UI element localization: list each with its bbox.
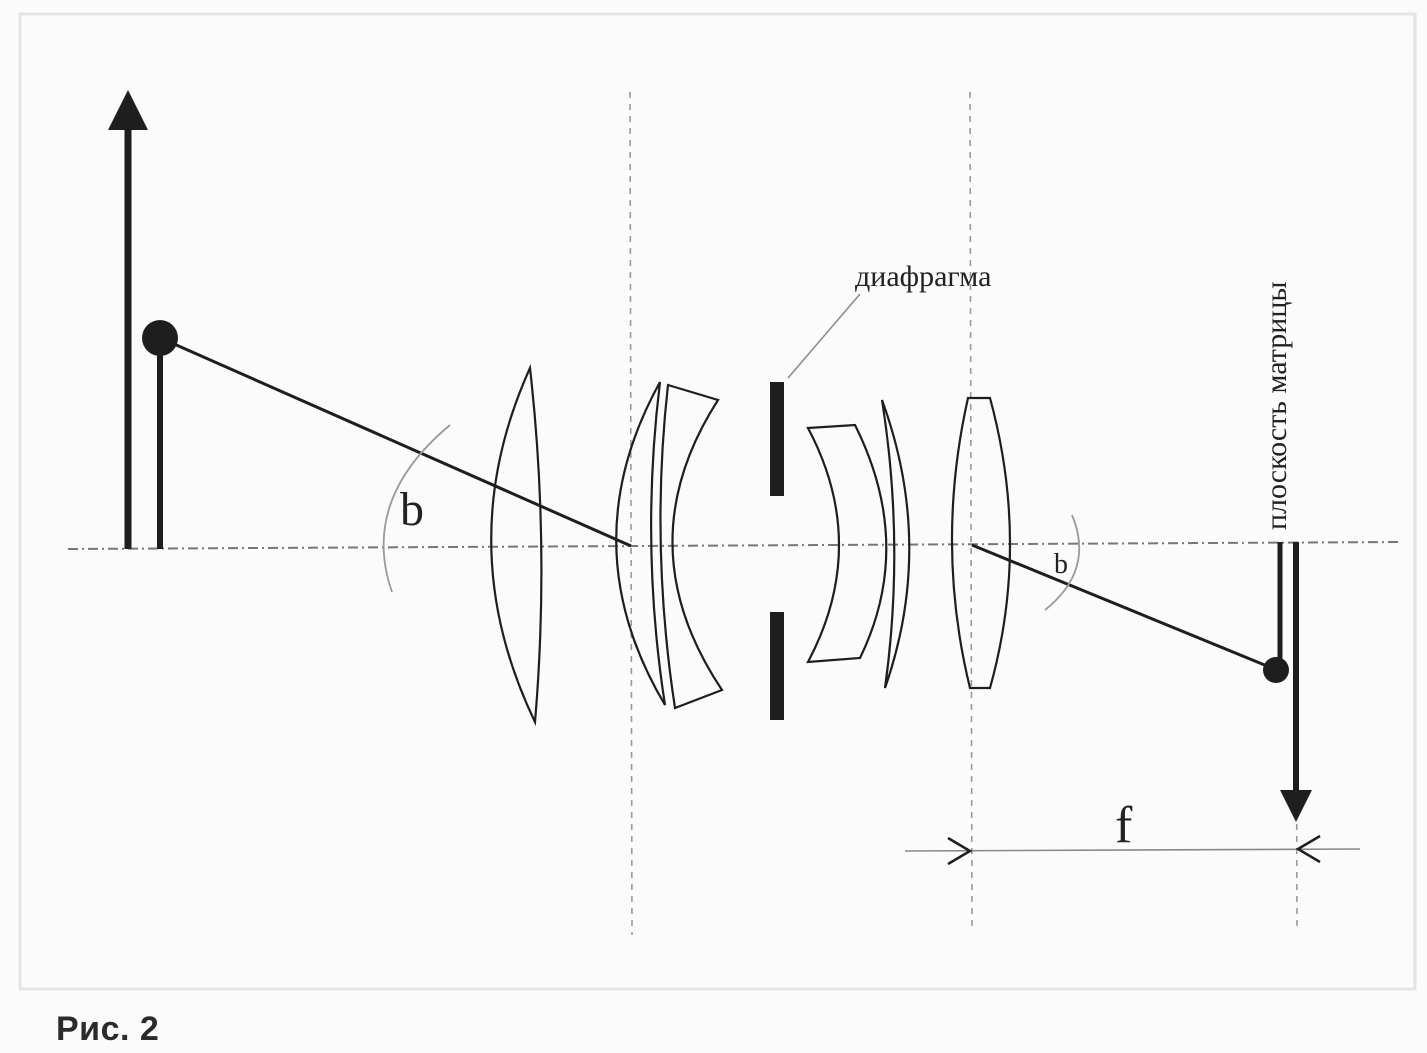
lens-3a — [806, 423, 888, 664]
optical-axis — [67, 541, 1399, 550]
angle-label-image: b — [1054, 549, 1068, 580]
focal-dimension-line — [904, 848, 1361, 852]
principal-plane-line — [969, 91, 973, 931]
figure-frame — [18, 12, 1417, 991]
object-arrow-head — [108, 90, 148, 130]
lens-2a — [615, 381, 667, 706]
focal-arrow-right — [1295, 834, 1321, 864]
lens-1 — [490, 363, 543, 727]
angle-label-object: b — [400, 483, 424, 536]
aperture-blade-bottom — [770, 612, 784, 720]
lens-4 — [950, 396, 1012, 690]
lens-3b — [880, 399, 911, 689]
aperture-leader — [787, 293, 861, 379]
angle-arc-image — [1044, 514, 1081, 611]
angle-arc-object — [382, 424, 451, 593]
chief-ray-object — [164, 338, 632, 548]
entrance-pupil-line — [629, 91, 633, 936]
sensor-plane-label: плоскость матрицы — [1260, 281, 1293, 530]
chief-ray-image — [971, 543, 1273, 670]
image-point — [1263, 657, 1289, 683]
image-arrow-head — [1280, 790, 1312, 822]
aperture-label: диафрагма — [855, 260, 991, 293]
figure-caption: Рис. 2 — [56, 1010, 160, 1048]
object-point — [142, 320, 178, 356]
aperture-blade-top — [770, 382, 784, 496]
lens-2b — [659, 383, 724, 710]
focal-length-label: f — [1115, 797, 1133, 854]
focal-arrow-left — [947, 836, 973, 866]
